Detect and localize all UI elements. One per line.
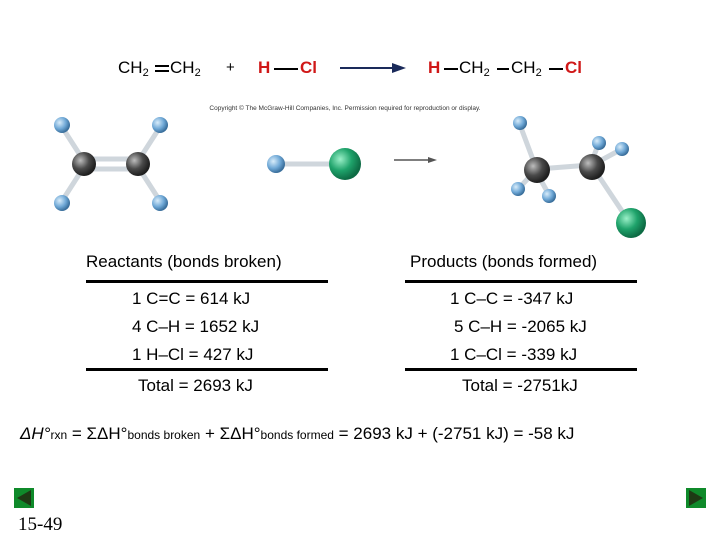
ethylene-model xyxy=(54,117,168,211)
product-row-2: 5 C–H = -2065 kJ xyxy=(454,317,587,336)
reactants-total: Total = 2693 kJ xyxy=(138,376,253,395)
hcl-h: H xyxy=(258,58,271,77)
product-h: H xyxy=(428,58,441,77)
next-slide-button[interactable] xyxy=(686,488,706,508)
subscript: 2 xyxy=(483,67,490,79)
triangle-left-icon xyxy=(14,488,34,508)
products-rule-bottom xyxy=(405,368,637,371)
product-bond-1 xyxy=(444,68,458,70)
triangle-right-icon xyxy=(686,488,706,508)
single-bond xyxy=(274,68,298,70)
product-bond-2 xyxy=(497,68,509,70)
product-row-3: 1 C–Cl = -339 kJ xyxy=(450,345,578,364)
chloroethane-model xyxy=(511,116,646,238)
reactants-rule-top xyxy=(86,280,328,283)
bonds-formed-label: bonds formed xyxy=(260,428,334,442)
reactant-ch2-right: CH2 xyxy=(170,58,201,79)
gray-arrow-icon xyxy=(394,157,437,163)
subscript: 2 xyxy=(142,67,149,79)
hcl-model xyxy=(267,148,361,180)
ch-text: CH xyxy=(511,58,536,77)
delta-h-symbol: ΔH° xyxy=(20,424,51,443)
products-rule-top xyxy=(405,280,637,283)
molecule-models-illustration xyxy=(54,116,646,238)
reactant-ch2-left: CH2 xyxy=(118,58,149,79)
slide-number: 15-49 xyxy=(18,514,63,535)
reactants-header: Reactants (bonds broken) xyxy=(86,252,282,271)
bonds-broken-label: bonds broken xyxy=(127,428,201,442)
plus-sign: + xyxy=(226,59,235,76)
ch-text: CH xyxy=(118,58,143,77)
products-total: Total = -2751kJ xyxy=(462,376,578,395)
subscript: 2 xyxy=(194,67,201,79)
reactants-rule-bottom xyxy=(86,368,328,371)
sum-broken-symbol: = ΣΔH° xyxy=(67,424,128,443)
double-bond-bottom xyxy=(155,70,169,72)
copyright-notice: Copyright © The McGraw-Hill Companies, I… xyxy=(209,105,481,112)
product-cl: Cl xyxy=(565,58,582,77)
enthalpy-summary: ΔH°rxn = ΣΔH°bonds broken + ΣΔH°bonds fo… xyxy=(20,424,574,444)
reaction-arrow-icon xyxy=(340,63,406,73)
products-header: Products (bonds formed) xyxy=(410,252,598,271)
ch-text: CH xyxy=(170,58,195,77)
previous-slide-button[interactable] xyxy=(14,488,34,508)
product-ch2-1: CH2 xyxy=(459,58,490,79)
double-bond-top xyxy=(155,65,169,67)
product-ch2-2: CH2 xyxy=(511,58,542,79)
product-bond-3 xyxy=(549,68,563,70)
reactant-row-2: 4 C–H = 1652 kJ xyxy=(132,317,260,336)
subscript: 2 xyxy=(535,67,542,79)
rxn-subscript: rxn xyxy=(50,428,68,442)
ch-text: CH xyxy=(459,58,484,77)
product-row-1: 1 C–C = -347 kJ xyxy=(450,289,574,308)
sum-formed-symbol: + ΣΔH° xyxy=(200,424,261,443)
reactant-row-3: 1 H–Cl = 427 kJ xyxy=(132,345,254,364)
reactant-row-1: 1 C=C = 614 kJ xyxy=(132,289,251,308)
hcl-cl: Cl xyxy=(300,58,317,77)
enthalpy-result: = 2693 kJ + (-2751 kJ) = -58 kJ xyxy=(333,424,575,443)
